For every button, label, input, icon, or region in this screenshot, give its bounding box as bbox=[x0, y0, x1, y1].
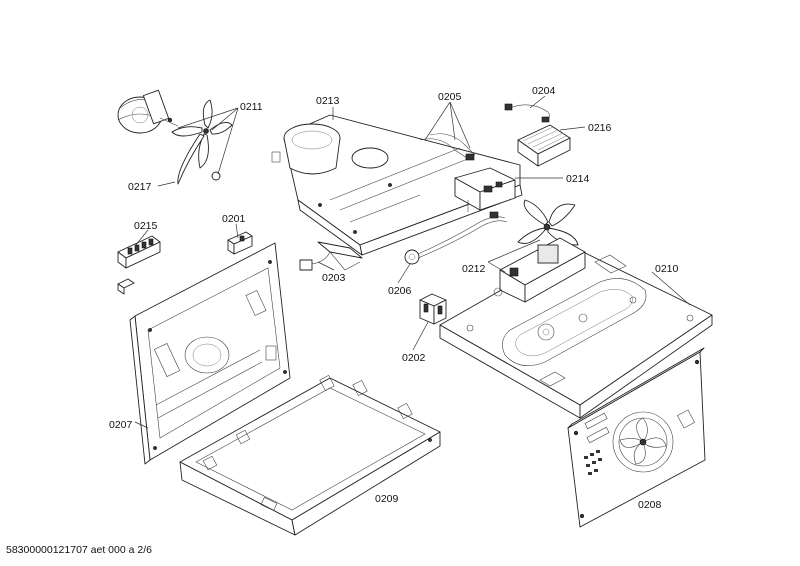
callout-0208: 0208 bbox=[638, 499, 662, 511]
callout-0211: 0211 bbox=[240, 101, 263, 113]
callout-0216: 0216 bbox=[588, 122, 612, 134]
part-0217-motor-assembly[interactable] bbox=[117, 89, 233, 185]
part-0203-bracket[interactable] bbox=[299, 241, 363, 271]
callout-labels: 0213 0205 0204 0216 0214 0211 0217 0201 … bbox=[109, 85, 679, 511]
callout-0209: 0209 bbox=[375, 493, 399, 505]
callout-0207: 0207 bbox=[109, 419, 133, 431]
part-0208-rear-panel[interactable] bbox=[567, 347, 706, 528]
part-0206-thermostat[interactable] bbox=[404, 211, 508, 265]
part-0216-heat-sink[interactable] bbox=[517, 124, 571, 167]
part-0204-connector-cable[interactable] bbox=[504, 103, 550, 123]
callout-0210: 0210 bbox=[655, 263, 679, 275]
document-code: 58300000121707 aet 000 a 2/6 bbox=[6, 544, 152, 556]
part-0209-bottom-tray[interactable] bbox=[179, 374, 441, 536]
leader-lines bbox=[134, 95, 691, 429]
callout-0201: 0201 bbox=[222, 213, 246, 225]
part-0202-terminal-block[interactable] bbox=[419, 293, 447, 325]
callout-0204: 0204 bbox=[532, 85, 556, 97]
callout-0213: 0213 bbox=[316, 95, 340, 107]
callout-0214: 0214 bbox=[566, 173, 590, 185]
callout-0205: 0205 bbox=[438, 91, 462, 103]
callout-0202: 0202 bbox=[402, 352, 426, 364]
part-0215-knob-strip[interactable] bbox=[117, 235, 161, 295]
part-0201-switch[interactable] bbox=[227, 231, 253, 255]
part-0205-cable-loom[interactable] bbox=[419, 133, 476, 161]
callout-0212: 0212 bbox=[462, 263, 486, 275]
callout-0217: 0217 bbox=[128, 181, 152, 193]
callout-0203: 0203 bbox=[322, 272, 346, 284]
part-0212-fan-motor[interactable] bbox=[493, 199, 586, 303]
part-0214-control-module[interactable] bbox=[454, 167, 516, 212]
callout-0215: 0215 bbox=[134, 220, 158, 232]
callout-0206: 0206 bbox=[388, 285, 412, 297]
